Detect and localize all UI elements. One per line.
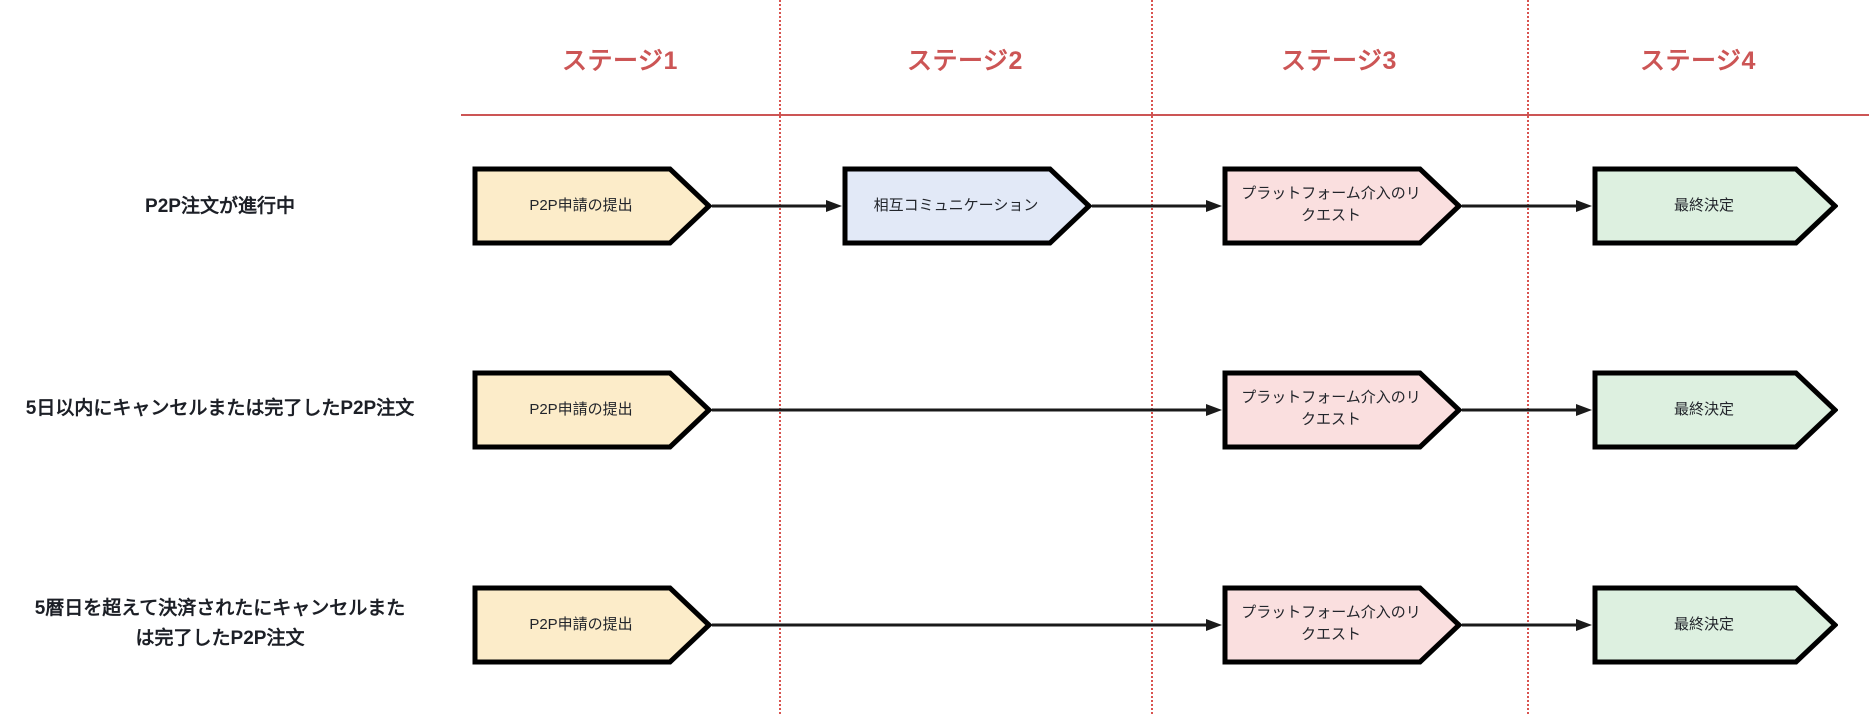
node-r1-communication[interactable]: 相互コミュニケーション <box>842 166 1092 246</box>
row-label-3: 5暦日を超えて決済されたにキャンセルまた は完了したP2P注文 <box>0 594 440 654</box>
node-r2-decision-shape <box>1592 370 1838 450</box>
stage-header-1-label: ステージ1 <box>562 47 678 75</box>
node-r1-decision[interactable]: 最終決定 <box>1592 166 1838 246</box>
node-r3-submit-shape <box>472 585 712 665</box>
connector-r2-s3-s4 <box>1462 400 1592 420</box>
stage-header-rule <box>461 114 1869 116</box>
row-label-1-line-1: P2P注文が進行中 <box>145 196 295 217</box>
row-label-3-line-2: は完了したP2P注文 <box>135 628 305 649</box>
row-label-3-line-1: 5暦日を超えて決済されたにキャンセルまた <box>34 598 406 619</box>
stage-header-3-label: ステージ3 <box>1281 47 1397 75</box>
stage-header-4: ステージ4 <box>1527 44 1869 78</box>
node-r1-submit[interactable]: P2P申請の提出 <box>472 166 712 246</box>
node-r1-communication-shape <box>842 166 1092 246</box>
connector-r3-s1-s3 <box>712 615 1222 635</box>
node-r3-decision-shape <box>1592 585 1838 665</box>
stage-divider-3 <box>1527 0 1529 714</box>
node-r2-decision[interactable]: 最終決定 <box>1592 370 1838 450</box>
node-r1-decision-shape <box>1592 166 1838 246</box>
connector-r1-s2-s3 <box>1092 196 1222 216</box>
connector-r1-s1-s2 <box>712 196 842 216</box>
row-label-1: P2P注文が進行中 <box>0 192 440 222</box>
node-r2-platform[interactable]: プラットフォーム介入のリ クエスト <box>1222 370 1462 450</box>
stage-header-2-label: ステージ2 <box>907 47 1023 75</box>
connector-r2-s1-s3 <box>712 400 1222 420</box>
stage-divider-1 <box>779 0 781 714</box>
node-r1-platform[interactable]: プラットフォーム介入のリ クエスト <box>1222 166 1462 246</box>
node-r1-submit-shape <box>472 166 712 246</box>
node-r2-submit[interactable]: P2P申請の提出 <box>472 370 712 450</box>
node-r3-decision[interactable]: 最終決定 <box>1592 585 1838 665</box>
stage-header-1: ステージ1 <box>461 44 779 78</box>
node-r1-platform-shape <box>1222 166 1462 246</box>
connector-r1-s3-s4 <box>1462 196 1592 216</box>
row-label-2-line-1: 5日以内にキャンセルまたは完了したP2P注文 <box>25 398 415 419</box>
node-r3-platform-shape <box>1222 585 1462 665</box>
node-r3-submit[interactable]: P2P申請の提出 <box>472 585 712 665</box>
node-r3-platform[interactable]: プラットフォーム介入のリ クエスト <box>1222 585 1462 665</box>
connector-r3-s3-s4 <box>1462 615 1592 635</box>
stage-header-3: ステージ3 <box>1151 44 1527 78</box>
stage-header-4-label: ステージ4 <box>1640 47 1756 75</box>
row-label-2: 5日以内にキャンセルまたは完了したP2P注文 <box>0 394 440 424</box>
node-r2-platform-shape <box>1222 370 1462 450</box>
stage-divider-2 <box>1151 0 1153 714</box>
stage-header-2: ステージ2 <box>779 44 1151 78</box>
node-r2-submit-shape <box>472 370 712 450</box>
